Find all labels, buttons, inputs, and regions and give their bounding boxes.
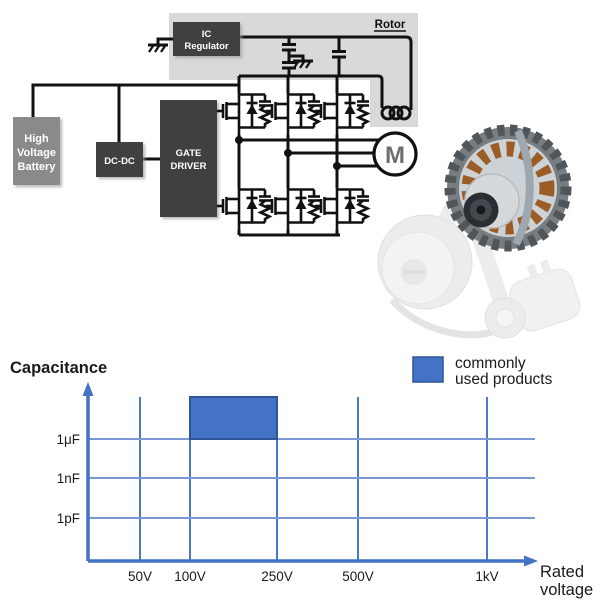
axes — [86, 394, 526, 563]
band-strap — [512, 129, 534, 246]
phase-node-dot — [333, 162, 341, 170]
y-axis-arrow — [82, 382, 94, 396]
horizontal-gridlines — [88, 438, 535, 519]
commonly-used-region — [189, 396, 278, 440]
dcdc-label: DC-DC — [104, 156, 135, 167]
high-voltage-battery-box — [13, 117, 60, 185]
x-tick-500V: 500V — [342, 569, 374, 584]
mosfet-icon — [313, 186, 371, 232]
legend-label-line1: commonly — [455, 355, 526, 372]
dcdc-box — [96, 142, 143, 177]
y-axis-title: Capacitance — [10, 359, 107, 377]
ic-regulator-box — [173, 22, 240, 56]
alternator-circuit-diagram: Rotor IC Regulator — [13, 13, 581, 339]
legend-label-line2: used products — [455, 371, 553, 388]
motor-label: M — [385, 142, 405, 169]
alternator-illustration — [377, 124, 581, 339]
x-tick-100V: 100V — [174, 569, 206, 584]
mosfet-icon — [264, 186, 322, 232]
legend-swatch — [412, 356, 444, 383]
copper-windings — [461, 141, 555, 235]
regulator-to-rotor-wire — [240, 35, 413, 110]
capacitance-voltage-chart: Capacitance commonly used products — [10, 355, 593, 599]
inverter-bridge — [215, 76, 385, 237]
motor-icon — [372, 131, 418, 177]
gate-driver-label-line2: DRIVER — [171, 161, 207, 172]
mosfet-icon — [264, 91, 322, 137]
y-tick-1nF: 1nF — [57, 471, 80, 486]
battery-label-line2: Voltage — [17, 147, 56, 159]
ground-icon — [146, 43, 170, 54]
battery-label-line1: High — [24, 133, 49, 145]
ic-regulator-label-line1: IC — [202, 29, 212, 40]
x-axis-title-line2: voltage — [540, 581, 593, 599]
ic-regulator-label-line2: Regulator — [184, 41, 229, 52]
x-axis-title-line1: Rated — [540, 563, 584, 581]
capacitor-icon — [332, 37, 346, 76]
x-tick-50V: 50V — [128, 569, 152, 584]
mosfet-icon — [215, 91, 273, 137]
battery-bus-wire — [31, 83, 239, 117]
y-tick-1uF: 1μF — [56, 432, 80, 447]
rotor-label: Rotor — [375, 19, 406, 31]
mosfet-icon — [313, 91, 371, 137]
phase-node-dot — [284, 149, 292, 157]
phase-node-dot — [235, 136, 243, 144]
regulator-ground-wire — [156, 37, 173, 44]
battery-label-line3: Battery — [18, 161, 57, 173]
x-axis-arrow — [524, 555, 538, 567]
belt-drive-ghost — [377, 196, 581, 339]
gate-driver-label-line1: GATE — [176, 148, 202, 159]
mosfet-icon — [215, 186, 273, 232]
alternator-body — [444, 124, 572, 252]
gate-driver-box — [160, 100, 217, 217]
y-tick-1pF: 1pF — [57, 511, 80, 526]
inductor-icon — [239, 74, 412, 121]
cap-ground-wire — [289, 54, 305, 60]
x-tick-1kV: 1kV — [475, 569, 498, 584]
x-tick-250V: 250V — [261, 569, 293, 584]
